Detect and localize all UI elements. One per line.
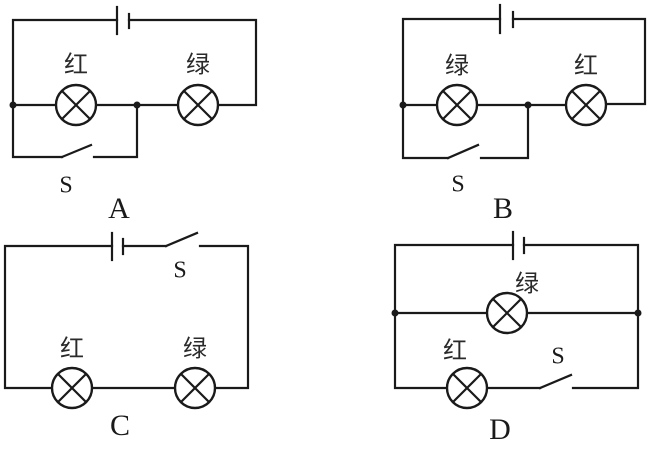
wire-top-left bbox=[401, 17, 502, 107]
wire-top-right bbox=[511, 17, 647, 106]
wire-top-left bbox=[393, 243, 515, 315]
label-switch: S bbox=[59, 173, 72, 199]
switch-s-blade[interactable] bbox=[60, 143, 93, 159]
lamp-red bbox=[50, 366, 94, 410]
wire-top-right bbox=[127, 18, 258, 107]
label-lamp-red: 红 bbox=[64, 51, 88, 79]
option-label[interactable]: C bbox=[110, 409, 130, 442]
lamp-green bbox=[435, 83, 479, 127]
label-lamp-green: 绿 bbox=[183, 335, 207, 363]
option-label[interactable]: B bbox=[493, 192, 513, 225]
label-lamp-green: 绿 bbox=[186, 51, 210, 79]
circuit-a: 红 绿 S A bbox=[9, 5, 258, 225]
wire-top-left bbox=[3, 244, 114, 390]
label-lamp-red: 红 bbox=[443, 337, 467, 365]
wire-switch-left bbox=[401, 103, 450, 160]
label-switch: S bbox=[451, 172, 464, 198]
label-lamp-green: 绿 bbox=[515, 270, 539, 298]
label-lamp-red: 红 bbox=[574, 52, 598, 80]
switch-s-blade[interactable] bbox=[164, 231, 199, 248]
lamp-red bbox=[564, 83, 608, 127]
circuit-c: S 红 绿 C bbox=[3, 231, 250, 442]
wire-switch-right bbox=[479, 103, 530, 160]
wire-top-right bbox=[522, 243, 640, 315]
option-label[interactable]: D bbox=[489, 413, 511, 446]
lamp-green bbox=[173, 366, 217, 410]
lamp-red bbox=[54, 83, 98, 127]
wire-top-left bbox=[11, 18, 119, 107]
switch-s-blade[interactable] bbox=[446, 143, 480, 160]
circuit-d: 绿 红 S D bbox=[391, 230, 642, 446]
label-lamp-red: 红 bbox=[60, 335, 84, 363]
lamp-red bbox=[445, 366, 489, 410]
wire-switch-left bbox=[11, 103, 64, 159]
lamp-green bbox=[485, 291, 529, 335]
option-label[interactable]: A bbox=[108, 192, 130, 225]
wire-bottom-right bbox=[571, 311, 640, 390]
lamp-green bbox=[176, 83, 220, 127]
label-switch: S bbox=[551, 344, 564, 370]
label-lamp-green: 绿 bbox=[445, 52, 469, 80]
wire-right bbox=[198, 244, 250, 390]
wire-bottom-left bbox=[393, 311, 449, 390]
wire-switch-right bbox=[92, 103, 139, 159]
circuit-b: 绿 红 S B bbox=[399, 3, 647, 225]
label-switch: S bbox=[173, 258, 186, 284]
switch-s-blade[interactable] bbox=[538, 373, 573, 390]
